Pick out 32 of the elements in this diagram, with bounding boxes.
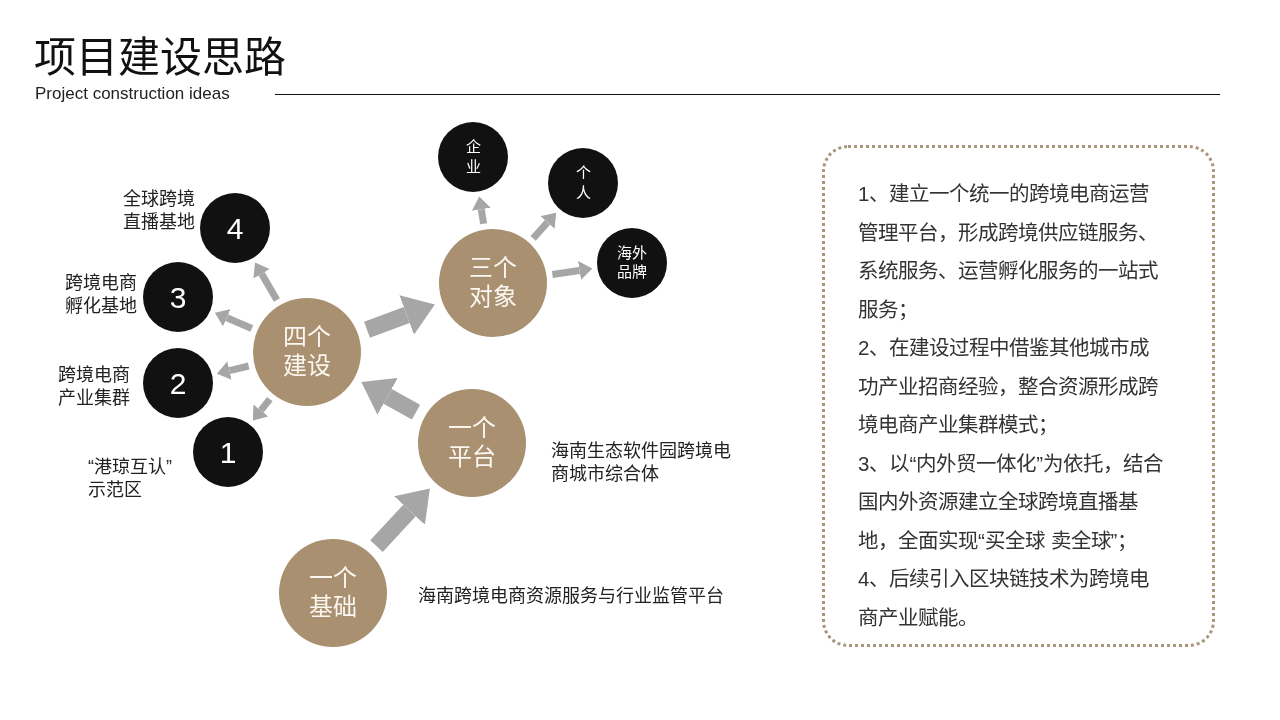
node-caption: 海南生态软件园跨境电商城市综合体 xyxy=(551,440,732,486)
page-title: 项目建设思路 xyxy=(34,33,286,83)
node-caption: 跨境电商孵化基地 xyxy=(63,272,137,318)
circle-label: 个人 xyxy=(575,163,591,203)
circle-label: 3 xyxy=(168,280,188,314)
arrow xyxy=(216,361,250,380)
circle-label: 1 xyxy=(218,435,238,469)
note-paragraph: 3、以“内外贸一体化”为依托，结合国内外资源建立全球跨境直播基地，全面实现“买全球 卖全球”； xyxy=(858,450,1165,554)
arrow xyxy=(364,295,435,338)
node-caption: “港琼互认”示范区 xyxy=(88,456,173,502)
circle-label: 四个建设 xyxy=(282,323,332,381)
arrow xyxy=(253,262,280,302)
circle-label: 2 xyxy=(168,366,188,400)
note-paragraph: 1、建立一个统一的跨境电商运营管理平台，形成跨境供应链服务、系统服务、运营孵化服务的一站式服务； xyxy=(858,181,1159,323)
circle-label: 三个对象 xyxy=(468,254,518,312)
node-caption: 海南跨境电商资源服务与行业监管平台 xyxy=(418,585,725,608)
circle-label: 企业 xyxy=(465,137,481,177)
node-caption: 跨境电商产业集群 xyxy=(56,364,130,410)
arrow xyxy=(471,196,491,225)
circle-label: 一个平台 xyxy=(447,414,497,472)
note-paragraph: 4、后续引入区块链技术为跨境电商产业赋能。 xyxy=(858,566,1151,631)
arrow xyxy=(361,378,421,420)
page-subtitle: Project construction ideas xyxy=(35,83,230,105)
arrow xyxy=(530,212,557,241)
circle-label: 4 xyxy=(225,211,245,245)
arrow xyxy=(252,396,273,421)
arrow xyxy=(214,309,254,332)
note-paragraph: 2、在建设过程中借鉴其他城市成功产业招商经验，整合资源形成跨境电商产业集群模式； xyxy=(858,335,1159,438)
circle-label: 海外品牌 xyxy=(616,244,648,282)
circle-label: 一个基础 xyxy=(308,564,358,622)
node-caption: 全球跨境直播基地 xyxy=(121,188,195,234)
arrow xyxy=(551,261,593,280)
